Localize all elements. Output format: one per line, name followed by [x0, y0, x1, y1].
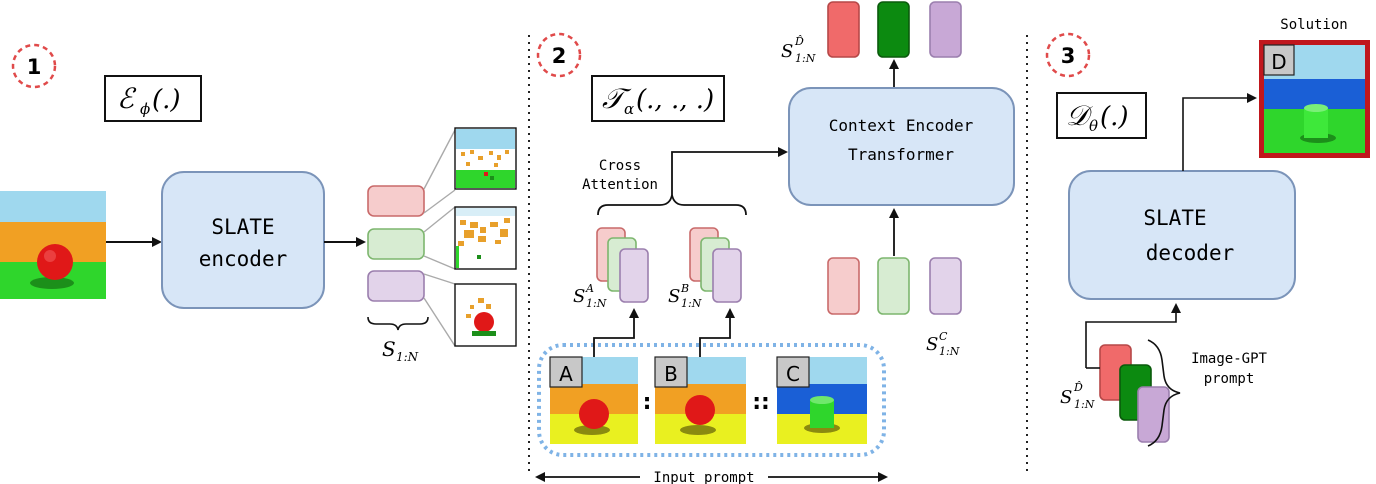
svg-text:(., ., .): (., ., .) [636, 85, 714, 115]
slot-purple [367, 270, 425, 302]
prompt-label-a: A [559, 362, 573, 386]
svg-text:1:N: 1:N [1074, 398, 1095, 411]
input-prompt-label: Input prompt [653, 470, 754, 484]
slot-row-predicted [827, 1, 962, 58]
cross-attention-brace [597, 194, 747, 216]
slot-stack-predicted [1099, 344, 1170, 443]
slot-green [367, 228, 425, 260]
arrow-cross-attention [671, 147, 788, 195]
slot-attention-map-1 [454, 127, 517, 190]
label-s-d-bottom: S D̂ 1:N [1060, 381, 1095, 411]
prompt-label-c: C [786, 362, 800, 386]
slot-attention-map-3 [454, 283, 517, 347]
prompt-image-a: A [549, 356, 638, 444]
decoder-label-line2: decoder [1146, 241, 1235, 265]
svg-text:1:N: 1:N [396, 350, 419, 364]
svg-text:S: S [382, 337, 396, 361]
svg-text:1:N: 1:N [795, 52, 816, 65]
solution-letter: D [1271, 50, 1286, 74]
svg-text:B: B [680, 282, 689, 295]
image-gpt-line2: prompt [1204, 371, 1255, 387]
slate-encoder-block: SLATE encoder [161, 171, 325, 309]
operator-transformer: 𝒯 α (., ., .) [591, 75, 725, 122]
slot-attention-map-2 [454, 206, 517, 270]
decoder-label-line1: SLATE [1143, 206, 1206, 230]
svg-text:θ: θ [1089, 117, 1098, 135]
label-s-c: S C 1:N [926, 330, 960, 358]
svg-text:C: C [939, 330, 948, 343]
operator-encoder: ℰ ϕ (.) [104, 75, 202, 122]
input-image [0, 191, 106, 299]
image-gpt-line1: Image-GPT [1191, 351, 1267, 367]
step-2-number: 2 [552, 44, 567, 68]
svg-text:(.): (.) [152, 85, 181, 115]
context-encoder-transformer: Context Encoder Transformer [788, 87, 1015, 206]
image-gpt-brace [1147, 339, 1181, 447]
prompt-image-c: C [776, 356, 867, 444]
arrow-slots-to-decoder [1085, 303, 1181, 368]
svg-text:α: α [624, 100, 634, 118]
slot-stack-a [596, 227, 649, 303]
transformer-label-line2: Transformer [848, 145, 954, 164]
slot-stack-b [689, 227, 742, 303]
svg-text:1:N: 1:N [939, 345, 960, 358]
svg-text:S: S [926, 334, 938, 355]
svg-text:ϕ: ϕ [140, 100, 150, 118]
svg-text:1:N: 1:N [681, 297, 702, 310]
prompt-image-b: B [654, 356, 746, 444]
svg-text:D̂: D̂ [794, 35, 804, 48]
svg-text:1:N: 1:N [586, 297, 607, 310]
svg-text:S: S [668, 286, 680, 307]
arrow-decoder-to-solution [1182, 93, 1257, 171]
separator-2: :: [752, 390, 770, 415]
slot-row-c [827, 257, 962, 315]
cross-attention-line1: Cross [599, 158, 641, 174]
label-s-a: S A 1:N [573, 282, 607, 310]
svg-text:S: S [573, 286, 585, 307]
svg-text:A: A [585, 282, 594, 295]
operator-decoder: 𝒟 θ (.) [1056, 92, 1147, 139]
separator-1: : [643, 390, 652, 415]
label-s-d-top: S D̂ 1:N [781, 35, 816, 65]
step-2-marker: 2 [536, 32, 582, 78]
cross-attention-line2: Attention [582, 177, 658, 193]
transformer-label-line1: Context Encoder [829, 116, 974, 135]
svg-text:S: S [1060, 387, 1072, 408]
prompt-label-b: B [664, 362, 678, 386]
step-3-marker: 3 [1045, 32, 1091, 78]
svg-text:S: S [781, 41, 793, 62]
arrow-b-to-slots [699, 308, 735, 357]
svg-text:(.): (.) [1100, 102, 1129, 132]
solution-image: D [1259, 40, 1370, 158]
slot-red [367, 185, 425, 217]
solution-title: Solution [1280, 17, 1347, 33]
input-prompt-box [537, 343, 886, 457]
step-1-marker: 1 [11, 43, 57, 89]
svg-text:ℰ: ℰ [117, 82, 137, 115]
arrow-a-to-slots [593, 308, 639, 357]
step-3-number: 3 [1061, 44, 1076, 68]
label-s-b: S B 1:N [668, 282, 702, 310]
slate-decoder-block: SLATE decoder [1068, 170, 1296, 300]
encoder-label-line2: encoder [199, 247, 288, 271]
step-1-number: 1 [27, 55, 42, 79]
svg-text:D̂: D̂ [1073, 381, 1083, 394]
encoder-label-line1: SLATE [211, 215, 274, 239]
label-s-all: S 1:N [382, 337, 419, 364]
slot-brace [367, 316, 429, 331]
